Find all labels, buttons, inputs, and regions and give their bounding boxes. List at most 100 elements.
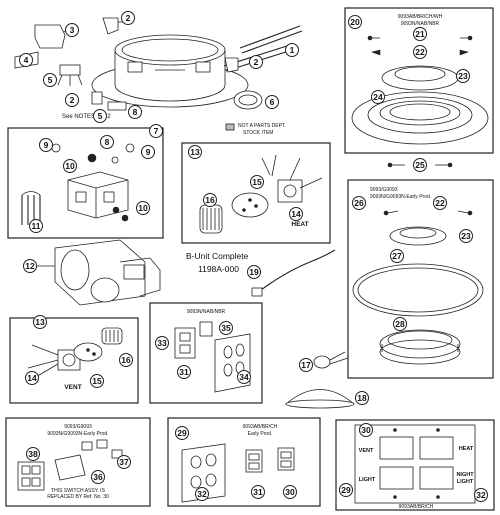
callout-8: 8 (105, 137, 110, 147)
control-panel-drawing (354, 424, 476, 504)
switch-note-line2: REPLACED BY Ref. No. 30 (47, 494, 109, 500)
callout-5: 5 (48, 75, 53, 85)
box20-model-text: 9093AB/BR/CH/WH (398, 14, 443, 20)
callout-5: 5 (98, 111, 103, 121)
heat-label: HEAT (291, 221, 308, 228)
damper-ring-drawing (233, 90, 263, 110)
callout-group-box29-panel: 30 29 32 (339, 423, 488, 502)
callout-14: 14 (291, 209, 301, 219)
blower-unit-drawing (54, 239, 161, 306)
callout-18: 18 (357, 393, 367, 403)
callout-circle (23, 259, 37, 273)
callout-2: 2 (126, 13, 131, 23)
lens-dome-drawing: 18 (284, 389, 369, 409)
callout-26: 26 (354, 198, 364, 208)
callout-27: 27 (392, 251, 402, 261)
callout-1: 1 (290, 45, 295, 55)
callout-31: 31 (179, 367, 189, 377)
housing-drawing (91, 34, 249, 108)
callout-32: 32 (476, 490, 486, 500)
callout-group-box29-early: 29 32 31 30 (175, 426, 297, 501)
callout-33: 33 (157, 338, 167, 348)
callout-group-box13-heat: 13 15 14 16 (188, 145, 303, 221)
power-cord-drawing: 19 (247, 249, 336, 297)
callout-24: 24 (373, 92, 383, 102)
callout-group-top: 2 3 4 5 2 5 8 2 1 6 (19, 11, 299, 123)
panel-night-light-label: LIGHT (457, 479, 474, 485)
grille-assembly-drawing (351, 35, 489, 145)
callout-16: 16 (121, 355, 131, 365)
panel-light-label: LIGHT (359, 477, 376, 483)
callout-8: 8 (133, 107, 138, 117)
wall-plate-drawing (181, 443, 295, 503)
callout-group-box38: 38 36 37 (26, 447, 131, 484)
callout-15: 15 (92, 376, 102, 386)
box38-model-text: 9093N/G9093N-Early Prod. (47, 431, 108, 437)
callout-14: 14 (27, 373, 37, 383)
callout-25: 25 (415, 160, 425, 170)
legend-swatch (225, 123, 235, 131)
callout-32: 32 (197, 489, 207, 499)
bracket-drawing (34, 24, 66, 49)
callout-11: 11 (32, 221, 41, 231)
callout-15: 15 (252, 177, 262, 187)
box-part-38 (5, 417, 151, 507)
callout-22: 22 (415, 47, 425, 57)
callout-19: 19 (249, 267, 259, 277)
callout-29: 29 (341, 485, 351, 495)
callout-12: 12 (25, 261, 35, 271)
callout-22: 22 (435, 198, 445, 208)
box-part-29-panel (335, 419, 495, 511)
callout-10: 10 (65, 161, 75, 171)
box-part-13-vent (9, 317, 139, 404)
connector-drawing (59, 64, 81, 76)
callout-10: 10 (138, 203, 148, 213)
callout-2: 2 (254, 57, 259, 67)
callout-7: 7 (154, 126, 159, 136)
connector-drawing (107, 101, 127, 111)
junction-box-drawing (21, 143, 135, 225)
box-part-26 (347, 179, 494, 379)
callout-13: 13 (35, 317, 45, 327)
box-part-13-heat (181, 142, 331, 244)
callout-group-box13-vent: 13 16 14 15 (25, 315, 133, 388)
box38-model-text: 9093/G9093 (64, 424, 92, 430)
b-unit-title: B-Unit Complete (186, 251, 249, 261)
callout-group-box20: 20 21 22 23 24 (348, 15, 470, 104)
box-part-20 (344, 7, 494, 154)
panel-night-label: NIGHT (456, 472, 474, 478)
stock-item-text: STOCK ITEM (243, 130, 273, 136)
box33-model-text: 9093N/NAB/NBR (187, 309, 226, 315)
vent-label: VENT (64, 384, 81, 391)
panel-model-text: 9093AB/BR/CH (399, 504, 434, 510)
callout-3: 3 (70, 25, 75, 35)
callout-2: 2 (70, 95, 75, 105)
box-part-7 (7, 127, 164, 239)
callout-31: 31 (253, 487, 263, 497)
callout-37: 37 (119, 457, 129, 467)
callout-34: 34 (239, 372, 249, 382)
callout-23: 23 (461, 231, 471, 241)
switch-note-line1: THIS SWITCH ASSY. IS (51, 488, 105, 494)
callout-30: 30 (285, 487, 295, 497)
thermal-cutoff-drawing: 17 (299, 351, 349, 372)
switch-assembly-drawing (17, 439, 123, 491)
callout-4: 4 (24, 55, 29, 65)
callout-group-box26: 26 22 23 27 28 (352, 196, 473, 331)
callout-23: 23 (458, 71, 468, 81)
callout-6: 6 (270, 97, 275, 107)
heater-drawing (199, 154, 323, 234)
grille-assembly-early-drawing (352, 210, 484, 365)
callout-35: 35 (221, 323, 231, 333)
callout-16: 16 (205, 195, 215, 205)
bracket-drawing (91, 91, 103, 105)
callout-29: 29 (177, 428, 187, 438)
screws-drawing: 25 (387, 158, 453, 172)
callout-30: 30 (361, 425, 371, 435)
b-unit-number: 1198A-000 (198, 264, 239, 274)
callout-group-box33: 33 35 31 34 (155, 321, 251, 384)
callout-group-box7: 7 9 9 8 10 10 11 (29, 124, 163, 233)
callout-21: 21 (415, 29, 425, 39)
box-part-33 (149, 302, 263, 404)
